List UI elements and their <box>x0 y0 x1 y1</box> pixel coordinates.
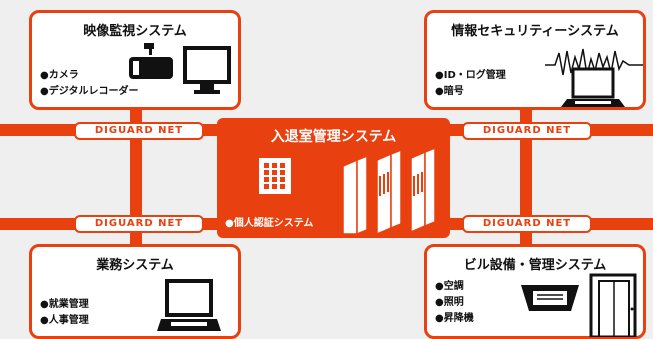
business-system-panel: 業務システム ●就業管理 ●人事管理 <box>29 244 241 339</box>
video-monitoring-panel: 映像監視システム ●カメラ ●デジタルレコーダー <box>29 10 241 110</box>
diguard-net-tag-bottom-right: DIGUARD NET <box>462 215 592 233</box>
security-camera-icon <box>129 43 173 79</box>
info-security-title: 情報セキュリティーシステム <box>451 24 619 39</box>
video-monitoring-title: 映像監視システム <box>83 24 187 39</box>
video-monitoring-bullets: ●カメラ ●デジタルレコーダー <box>40 68 139 100</box>
air-conditioner-icon <box>521 285 579 311</box>
diguard-net-tag-top-left: DIGUARD NET <box>74 122 204 140</box>
bullet-id-log: ●ID・ログ管理 <box>435 70 506 81</box>
laptop-icon <box>157 279 221 331</box>
business-system-title: 業務システム <box>96 258 174 273</box>
bullet-digital-recorder: ●デジタルレコーダー <box>40 86 139 97</box>
info-security-bullets: ●ID・ログ管理 ●暗号 <box>435 68 506 100</box>
bullet-lighting: ●照明 <box>435 297 464 308</box>
monitor-icon <box>183 46 231 94</box>
bullet-attendance: ●就業管理 <box>40 299 89 310</box>
business-system-bullets: ●就業管理 ●人事管理 <box>40 297 89 329</box>
building-management-title: ビル設備・管理システム <box>463 258 607 273</box>
bullet-air-conditioning: ●空調 <box>435 281 464 292</box>
diguard-net-tag-bottom-left: DIGUARD NET <box>74 215 204 233</box>
keypad-icon <box>259 158 291 194</box>
building-management-bullets: ●空調 ●照明 ●昇降機 <box>435 279 474 327</box>
access-control-hub: 入退室管理システム ●個人認証システム <box>217 118 450 238</box>
access-control-title: 入退室管理システム <box>270 129 397 145</box>
diguard-net-tag-top-right: DIGUARD NET <box>462 122 592 140</box>
bullet-elevator: ●昇降機 <box>435 313 474 324</box>
personal-authentication-label: ●個人認証システム <box>225 218 314 229</box>
bullet-personnel: ●人事管理 <box>40 315 89 326</box>
info-security-panel: 情報セキュリティーシステム ●ID・ログ管理 ●暗号 <box>424 10 646 110</box>
elevator-door-icon <box>589 273 637 337</box>
bullet-encryption: ●暗号 <box>435 86 464 97</box>
waveform-laptop-icon <box>545 48 643 107</box>
security-gate-icon <box>342 146 436 236</box>
building-management-panel: ビル設備・管理システム ●空調 ●照明 ●昇降機 <box>424 244 646 339</box>
bullet-camera: ●カメラ <box>40 70 79 81</box>
